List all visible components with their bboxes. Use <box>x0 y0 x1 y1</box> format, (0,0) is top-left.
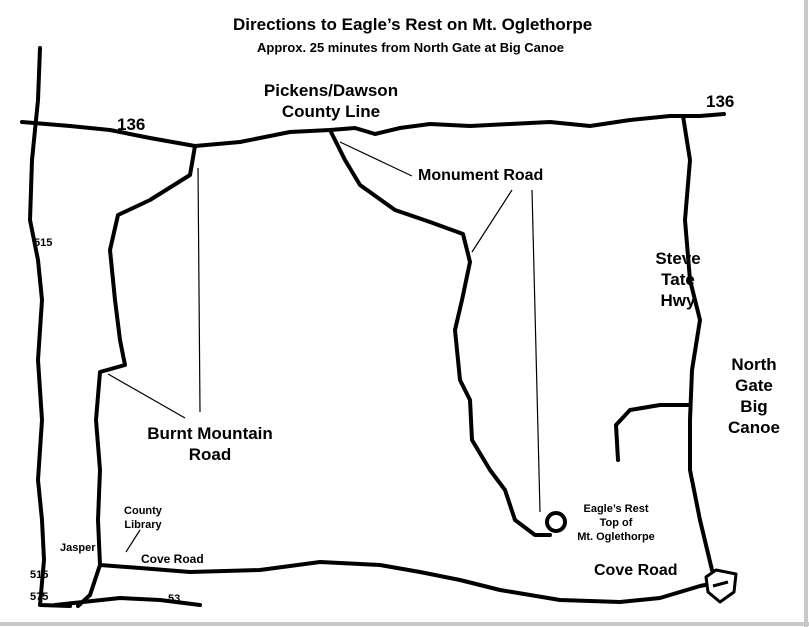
burnt-mountain-road <box>76 144 197 608</box>
eagles-rest-line2: Top of <box>599 517 633 529</box>
steve-tate-hwy-line1: Steve <box>655 249 701 268</box>
leader-monument-road-down <box>471 189 513 253</box>
steve-tate-hwy-line2: Tate <box>661 270 695 289</box>
north-gate-line2: Gate <box>735 376 773 395</box>
cove-road-label-left: Cove Road <box>141 552 204 566</box>
eagles-rest-line1: Eagle’s Rest <box>583 503 649 515</box>
burnt-mountain-road-line2: Road <box>188 445 232 464</box>
route-575-label: 575 <box>30 591 49 603</box>
leader-eagles-rest <box>531 189 541 513</box>
route-515-label-lower: 515 <box>30 569 49 581</box>
leader-county-library <box>125 529 141 553</box>
leader-monument-road-left <box>339 141 413 177</box>
eagles-rest-label: Eagle’s Rest Top of Mt. Oglethorpe <box>561 502 671 544</box>
leader-burnt-mountain-top <box>197 167 201 413</box>
cove-road <box>98 560 722 604</box>
steve-tate-highway <box>681 114 717 580</box>
north-gate-line3: Big <box>740 397 768 416</box>
north-gate-label: North Gate Big Canoe <box>714 354 794 438</box>
route-53-label: 53 <box>168 593 181 605</box>
burnt-mountain-road-line1: Burnt Mountain <box>147 424 273 443</box>
map-title: Directions to Eagle’s Rest on Mt. Ogleth… <box>233 15 593 34</box>
monument-road <box>328 128 552 537</box>
highway-53 <box>53 596 202 607</box>
map-subtitle: Approx. 25 minutes from North Gate at Bi… <box>257 40 564 55</box>
county-line-label-line2: County Line <box>281 102 381 121</box>
jasper-label: Jasper <box>60 542 96 554</box>
north-gate-line1: North <box>731 355 777 374</box>
route-515-label-upper: 515 <box>34 237 53 249</box>
leader-burnt-mountain-left <box>107 373 186 419</box>
eagles-rest-line3: Mt. Oglethorpe <box>577 531 655 543</box>
county-library-line1: County <box>124 505 162 517</box>
north-gate-line4: Canoe <box>728 418 780 437</box>
burnt-mountain-road-label: Burnt Mountain Road <box>130 423 290 465</box>
county-line-label: Pickens/Dawson County Line <box>246 80 416 122</box>
north-gate-spur <box>614 403 692 462</box>
steve-tate-hwy-line3: Hwy <box>660 291 696 310</box>
big-canoe-mark <box>712 580 729 588</box>
cove-road-label-right: Cove Road <box>594 562 678 579</box>
big-canoe-shield-icon <box>704 568 738 604</box>
route-136-label-right: 136 <box>706 92 735 111</box>
route-136-label-left: 136 <box>117 115 146 134</box>
county-library-line2: Library <box>124 519 162 531</box>
eagles-rest-loop <box>545 511 567 533</box>
steve-tate-hwy-label: Steve Tate Hwy <box>638 248 718 311</box>
county-library-label: County Library <box>115 504 171 532</box>
county-line-label-line1: Pickens/Dawson <box>263 81 399 100</box>
highway-515 <box>28 46 72 608</box>
highway-136 <box>20 112 726 148</box>
monument-road-label: Monument Road <box>418 167 544 184</box>
